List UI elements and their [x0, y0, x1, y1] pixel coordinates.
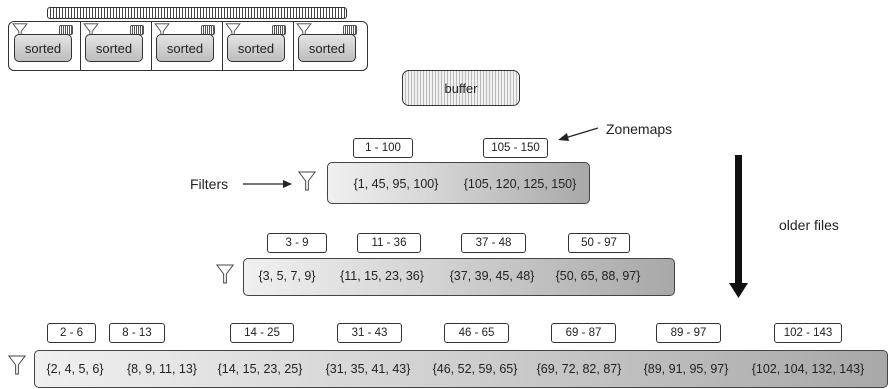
sorted-run-label: sorted: [308, 40, 346, 56]
buffer-label: buffer: [444, 80, 478, 96]
sorted-file-level-1: [327, 162, 590, 204]
zonemap-range: 31 - 43: [337, 323, 402, 343]
key-set: {37, 39, 45, 48}: [449, 269, 535, 283]
run-separator: [222, 22, 223, 70]
key-set: {102, 104, 132, 143}: [751, 362, 865, 376]
key-set: {69, 72, 82, 87}: [536, 362, 622, 376]
sorted-run: sorted: [85, 34, 143, 62]
zonemap-range: 69 - 87: [551, 323, 616, 343]
filters-label: Filters: [190, 176, 229, 192]
key-set: {11, 15, 23, 36}: [340, 269, 424, 283]
sorted-file-level-2: [243, 258, 675, 296]
zonemap-range: 3 - 9: [267, 233, 327, 253]
zonemap-range: 46 - 65: [444, 323, 509, 343]
zonemap-range: 37 - 48: [461, 233, 526, 253]
older-files-label: older files: [779, 217, 839, 233]
key-set: {31, 35, 41, 43}: [325, 362, 411, 376]
filter-icon: [297, 171, 317, 191]
sorted-run: sorted: [14, 34, 72, 62]
zonemap-range: 2 - 6: [47, 323, 96, 343]
zonemap-range: 105 - 150: [483, 138, 548, 158]
sorted-run: sorted: [156, 34, 214, 62]
sorted-run-label: sorted: [237, 40, 275, 56]
zonemap-range: 11 - 36: [357, 233, 421, 253]
memory-buffer-bar: [47, 7, 347, 19]
key-set: {8, 9, 11, 13}: [127, 362, 197, 376]
key-set: {105, 120, 125, 150}: [463, 177, 577, 191]
sorted-run: sorted: [298, 34, 356, 62]
zonemap-range: 50 - 97: [568, 233, 630, 253]
sorted-run-label: sorted: [166, 40, 204, 56]
zonemap-range: 89 - 97: [656, 323, 721, 343]
key-set: {14, 15, 23, 25}: [217, 362, 303, 376]
zonemap-range: 8 - 13: [109, 323, 165, 343]
run-separator: [293, 22, 294, 70]
sorted-run: sorted: [227, 34, 285, 62]
key-set: {2, 4, 5, 6}: [46, 362, 104, 376]
buffer-block: buffer: [402, 70, 520, 106]
key-set: {50, 65, 88, 97}: [555, 269, 641, 283]
zonemap-range: 14 - 25: [230, 323, 294, 343]
zonemap-range: 102 - 143: [774, 323, 842, 343]
key-set: {46, 52, 59, 65}: [432, 362, 518, 376]
filter-icon: [215, 264, 235, 284]
filter-icon: [7, 355, 27, 375]
zonemaps-label: Zonemaps: [606, 121, 673, 137]
run-separator: [80, 22, 81, 70]
key-set: {3, 5, 7, 9}: [258, 269, 316, 283]
sorted-file-level-3: [34, 350, 888, 388]
sorted-run-label: sorted: [24, 40, 62, 56]
run-separator: [151, 22, 152, 70]
key-set: {89, 91, 95, 97}: [643, 362, 729, 376]
zonemap-range: 1 - 100: [353, 138, 413, 158]
key-set: {1, 45, 95, 100}: [353, 177, 439, 191]
sorted-run-label: sorted: [95, 40, 133, 56]
